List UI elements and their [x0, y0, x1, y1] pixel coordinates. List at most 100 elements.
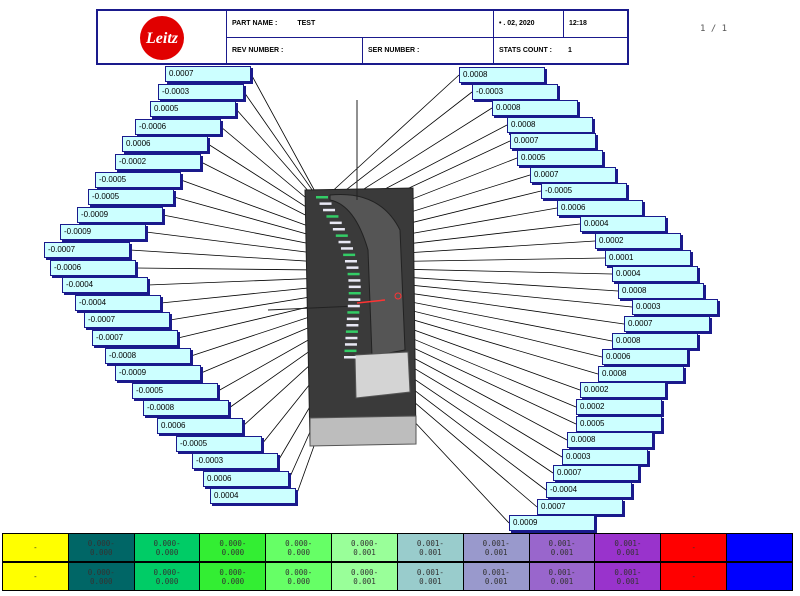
right-deviation-label: 0.0008 — [507, 117, 593, 133]
stats-count-cell: STATS COUNT : 1 — [494, 38, 629, 65]
measurement-point — [347, 304, 360, 308]
stats-count-value: 1 — [567, 47, 572, 54]
left-deviation-label: -0.0009 — [60, 224, 146, 240]
measurement-point — [343, 253, 356, 257]
stats-count-label: STATS COUNT : — [499, 47, 553, 54]
left-deviation-label: -0.0005 — [176, 436, 262, 452]
measurement-point — [347, 272, 360, 276]
left-deviation-label: 0.0005 — [150, 101, 236, 117]
measurement-point — [346, 317, 359, 321]
right-deviation-label: 0.0005 — [576, 416, 662, 432]
leader-line — [250, 73, 319, 198]
measurement-point — [348, 292, 361, 295]
legend-swatch: 0.000- 0.000 — [68, 563, 135, 590]
measurement-point — [329, 221, 342, 225]
measurement-point — [332, 228, 345, 231]
legend-swatch: 0.000- 0.001 — [332, 563, 398, 590]
right-deviation-label: -0.0004 — [546, 482, 632, 498]
left-deviation-label: -0.0002 — [115, 154, 201, 170]
date-cell: • . 02, 2020 — [494, 11, 564, 38]
legend-swatch: 0.000- 0.000 — [266, 534, 333, 561]
left-deviation-label: -0.0006 — [135, 119, 221, 135]
left-deviation-label: -0.0004 — [75, 295, 161, 311]
ser-number-cell: SER NUMBER : — [363, 38, 494, 65]
right-deviation-label: 0.0008 — [567, 432, 653, 448]
time-value: 12:18 — [569, 20, 587, 27]
measurement-point — [338, 240, 351, 244]
right-deviation-label: 0.0008 — [459, 67, 545, 83]
svg-text:Leitz: Leitz — [145, 30, 179, 47]
left-deviation-label: -0.0009 — [77, 207, 163, 223]
left-deviation-label: 0.0006 — [203, 471, 289, 487]
left-deviation-label: -0.0007 — [92, 330, 178, 346]
legend-swatch: 0.000- 0.000 — [68, 534, 135, 561]
left-deviation-label: -0.0005 — [95, 172, 181, 188]
report-header: Leitz PART NAME : TEST • . 02, 2020 12:1… — [96, 9, 629, 65]
left-deviation-label: 0.0007 — [165, 66, 251, 82]
measurement-point — [344, 349, 357, 353]
right-deviation-label: 0.0009 — [509, 515, 595, 531]
measurement-point — [319, 202, 332, 205]
right-deviation-label: 0.0002 — [576, 399, 662, 415]
right-deviation-label: 0.0008 — [612, 333, 698, 349]
rev-number-cell: REV NUMBER : — [227, 38, 363, 65]
left-deviation-label: -0.0007 — [44, 242, 130, 258]
legend-swatch: 0.001- 0.001 — [595, 534, 662, 561]
legend-swatch: 0.001- 0.001 — [529, 563, 596, 590]
leader-line — [243, 91, 323, 204]
page-indicator: 1 / 1 — [700, 24, 728, 34]
legend-swatch: 0.001- 0.001 — [397, 534, 464, 561]
measurement-point — [348, 285, 361, 289]
legend-swatch: 0.001- 0.001 — [595, 563, 662, 590]
left-deviation-label: -0.0003 — [192, 453, 278, 469]
right-deviation-label: 0.0007 — [624, 316, 710, 332]
right-deviation-label: 0.0007 — [530, 167, 616, 183]
right-deviation-label: 0.0007 — [537, 499, 623, 515]
right-deviation-label: 0.0008 — [598, 366, 684, 382]
left-deviation-label: -0.0004 — [62, 277, 148, 293]
measurement-points — [316, 196, 361, 359]
part-name-label: PART NAME : — [232, 20, 278, 27]
left-deviation-label: -0.0005 — [132, 383, 218, 399]
left-deviation-label: -0.0008 — [143, 400, 229, 416]
legend-swatch — [727, 534, 792, 561]
measurement-point — [345, 330, 358, 333]
leitz-logo-icon: Leitz — [140, 16, 184, 60]
measurement-point — [346, 324, 359, 327]
measurement-point — [316, 196, 328, 199]
leader-line — [329, 91, 473, 204]
legend-swatch: - — [661, 534, 728, 561]
right-deviation-label: 0.0002 — [595, 233, 681, 249]
legend-swatch: - — [3, 563, 69, 590]
measurement-point — [326, 215, 339, 218]
part-name-value: TEST — [297, 20, 316, 27]
right-deviation-label: 0.0004 — [612, 266, 698, 282]
measurement-point — [340, 247, 353, 250]
right-deviation-label: 0.0004 — [580, 216, 666, 232]
measurement-point — [345, 336, 358, 340]
legend-swatch — [727, 563, 792, 590]
left-deviation-label: -0.0009 — [115, 365, 201, 381]
time-cell: 12:18 — [564, 11, 629, 38]
right-deviation-label: 0.0008 — [618, 283, 704, 299]
legend-swatch: 0.001- 0.001 — [529, 534, 596, 561]
legend-swatch: 0.000- 0.001 — [332, 534, 398, 561]
measurement-point — [348, 298, 361, 301]
part-name-cell: PART NAME : TEST — [227, 11, 494, 38]
measurement-point — [335, 234, 348, 237]
legend-swatch: 0.001- 0.001 — [463, 534, 530, 561]
measurement-point — [348, 279, 361, 282]
leader-line — [325, 74, 460, 198]
measurement-point — [347, 311, 360, 314]
measurement-point — [344, 260, 357, 263]
measurement-point — [344, 343, 357, 346]
legend-swatch: - — [3, 534, 69, 561]
right-deviation-label: 0.0003 — [632, 299, 718, 315]
left-deviation-label: -0.0008 — [105, 348, 191, 364]
rev-number-label: REV NUMBER : — [232, 47, 284, 54]
right-deviation-label: 0.0007 — [553, 465, 639, 481]
right-deviation-label: 0.0008 — [492, 100, 578, 116]
